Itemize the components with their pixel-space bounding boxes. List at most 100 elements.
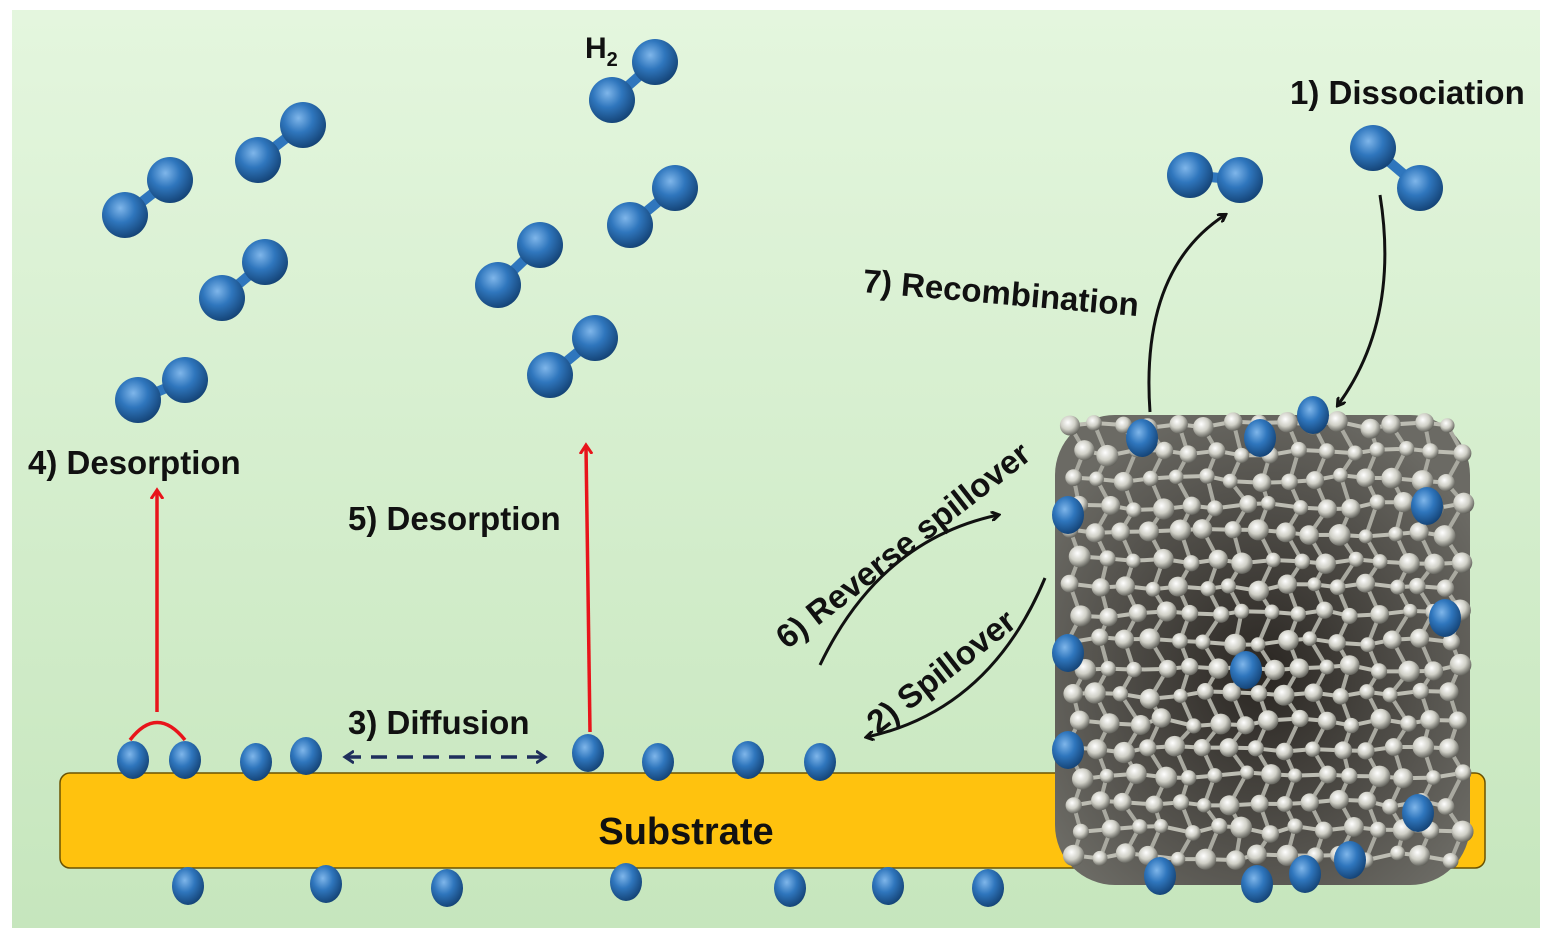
hydrogen-atom (242, 239, 288, 285)
hydrogen-atom (1334, 841, 1366, 879)
carbon-atom (1068, 545, 1091, 568)
carbon-atom (1307, 577, 1322, 592)
carbon-atom (1099, 768, 1114, 784)
carbon-atom (1347, 445, 1363, 461)
carbon-atom (1289, 658, 1309, 678)
carbon-atom (1092, 850, 1108, 866)
hydrogen-atom (527, 352, 573, 398)
carbon-atom (1091, 628, 1109, 646)
carbon-atom (1169, 519, 1191, 541)
carbon-atom (1062, 844, 1085, 867)
carbon-atom (1442, 633, 1461, 651)
hydrogen-atom (1217, 157, 1263, 203)
carbon-atom (1151, 708, 1172, 728)
h2-molecule (589, 39, 678, 123)
desorption-4-label: 4) Desorption (28, 444, 241, 481)
hydrogen-atom (1167, 152, 1213, 198)
carbon-atom (1128, 604, 1147, 623)
carbon-atom (1172, 794, 1190, 811)
carbon-atom (1257, 710, 1279, 731)
desorption-5-label: 5) Desorption (348, 500, 561, 537)
carbon-atom (1318, 443, 1335, 460)
carbon-atom (1370, 708, 1392, 730)
h-atoms (117, 396, 1461, 907)
carbon-atom (1302, 631, 1317, 646)
carbon-atom (1398, 441, 1415, 457)
carbon-atom (1100, 661, 1116, 677)
carbon-atom (1226, 850, 1246, 870)
carbon-atom (1393, 768, 1414, 789)
carbon-atom (1381, 414, 1401, 435)
carbon-atom (1360, 637, 1376, 653)
carbon-atom (1333, 467, 1348, 483)
carbon-atom (1139, 688, 1160, 709)
hydrogen-atom (115, 377, 161, 423)
carbon-atom (1168, 469, 1184, 485)
h2-molecule (1350, 125, 1443, 211)
hydrogen-atom (1397, 165, 1443, 211)
carbon-atom (1277, 574, 1297, 594)
carbon-atom (1126, 553, 1141, 569)
carbon-atom (1339, 655, 1360, 676)
carbon-atom (1370, 605, 1390, 624)
hydrogen-atom (1126, 419, 1158, 457)
carbon-atom (1381, 467, 1403, 489)
hydrogen-atom (642, 743, 674, 781)
carbon-atom (1070, 605, 1092, 627)
carbon-atom (1099, 608, 1118, 627)
hydrogen-atom (1052, 496, 1084, 534)
hydrogen-atom (1411, 487, 1443, 525)
carbon-atom (1275, 742, 1294, 761)
carbon-atom (1231, 552, 1253, 574)
hydrogen-atom (632, 39, 678, 85)
carbon-atom (1181, 604, 1199, 622)
carbon-atom (1126, 661, 1142, 678)
carbon-atom (1415, 413, 1435, 432)
carbon-atom (1170, 851, 1186, 867)
carbon-atom (1111, 522, 1130, 542)
carbon-atom (1181, 658, 1199, 676)
hydrogen-atom (607, 202, 653, 248)
dissociation-arrow (1338, 194, 1387, 405)
carbon-atom (1234, 603, 1250, 619)
hydrogen-atom (572, 734, 604, 772)
carbon-atom (1390, 845, 1406, 861)
carbon-atom (1153, 498, 1175, 520)
carbon-atom (1173, 688, 1188, 704)
carbon-atom (1384, 738, 1403, 756)
carbon-atom (1436, 579, 1455, 597)
carbon-atom (1299, 525, 1319, 545)
carbon-atom (1182, 496, 1201, 515)
carbon-atom (1440, 418, 1455, 433)
carbon-atom (1186, 718, 1202, 734)
carbon-atom (1442, 852, 1459, 869)
carbon-atom (1132, 819, 1148, 835)
carbon-atom (1368, 765, 1391, 788)
carbon-atom (1086, 415, 1102, 431)
carbon-atom (1343, 717, 1360, 734)
h2-molecules (102, 39, 1443, 423)
hydrogen-atom (1144, 857, 1176, 895)
carbon-atom (1328, 523, 1351, 546)
hydrogen-atom (169, 741, 201, 779)
hydrogen-atom (872, 867, 904, 905)
carbon-atom (1369, 494, 1386, 511)
carbon-atom (1247, 740, 1264, 757)
carbon-atom (1319, 659, 1335, 675)
carbon-atom (1071, 768, 1094, 790)
carbon-atom (1420, 710, 1440, 730)
h2-molecule (527, 315, 618, 398)
hydrogen-atom (1350, 125, 1396, 171)
hydrogen-atom (310, 865, 342, 903)
carbon-atom (1317, 499, 1337, 519)
carbon-atom (1369, 821, 1387, 838)
carbon-atom (1290, 441, 1307, 458)
carbon-atom (1139, 739, 1157, 757)
hydrogen-atom (572, 315, 618, 361)
carbon-atom (1424, 553, 1445, 575)
carbon-atom (1130, 715, 1151, 735)
hydrogen-atom (610, 863, 642, 901)
carbon-atom (1451, 820, 1474, 843)
hydrogen-atom (1244, 419, 1276, 457)
